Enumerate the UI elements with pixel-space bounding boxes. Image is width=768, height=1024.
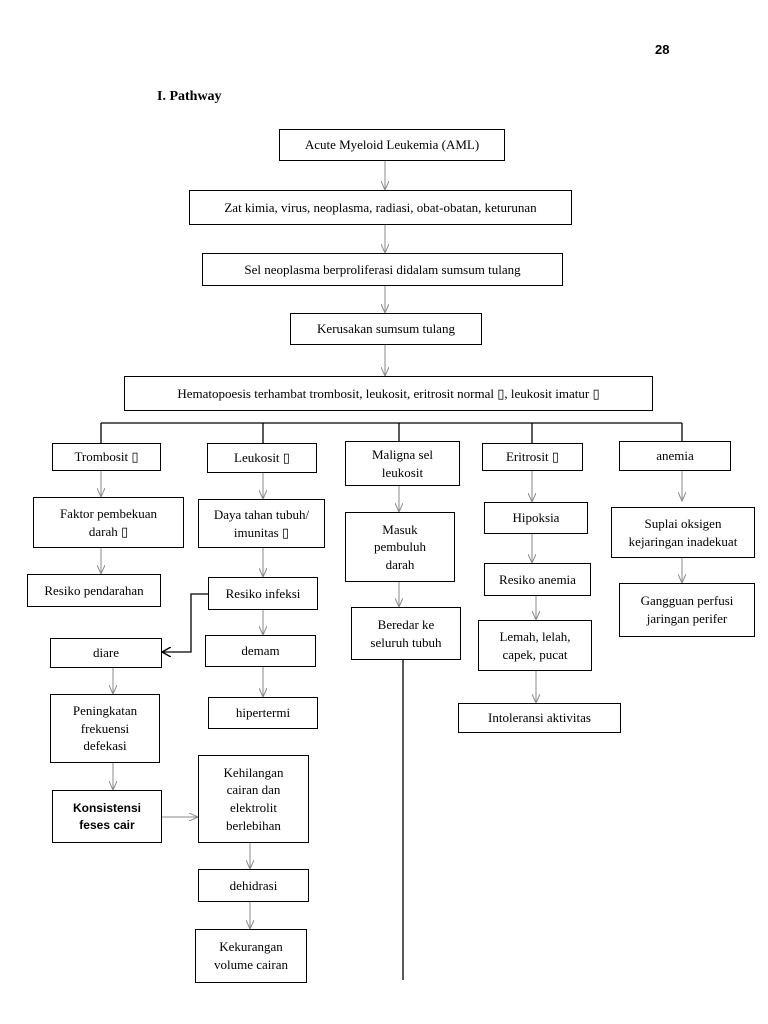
node-hipertermi: hipertermi xyxy=(208,697,318,729)
node-daya-tahan: Daya tahan tubuh/ imunitas ▯ xyxy=(198,499,325,548)
node-kehilangan: Kehilangan cairan dan elektrolit berlebi… xyxy=(198,755,309,843)
node-dehidrasi: dehidrasi xyxy=(198,869,309,902)
node-marrow-damage: Kerusakan sumsum tulang xyxy=(290,313,482,345)
node-maligna: Maligna sel leukosit xyxy=(345,441,460,486)
page-number: 28 xyxy=(655,42,670,57)
node-beredar: Beredar ke seluruh tubuh xyxy=(351,607,461,660)
section-title: I. Pathway xyxy=(157,89,222,104)
node-proliferation: Sel neoplasma berproliferasi didalam sum… xyxy=(202,253,563,286)
node-suplai-oksigen: Suplai oksigen kejaringan inadekuat xyxy=(611,507,755,558)
arrow-infeksi-diare xyxy=(162,593,208,652)
node-leukosit: Leukosit ▯ xyxy=(207,443,317,473)
node-masuk-pembuluh: Masuk pembuluh darah xyxy=(345,512,455,582)
node-gangguan-perfusi: Gangguan perfusi jaringan perifer xyxy=(619,583,755,637)
node-intoleransi: Intoleransi aktivitas xyxy=(458,703,621,733)
node-anemia: anemia xyxy=(619,441,731,471)
node-hipoksia: Hipoksia xyxy=(484,502,588,534)
node-eritrosit: Eritrosit ▯ xyxy=(482,443,583,471)
node-peningkatan: Peningkatan frekuensi defekasi xyxy=(50,694,160,763)
node-faktor-pembekuan: Faktor pembekuan darah ▯ xyxy=(33,497,184,548)
node-resiko-anemia: Resiko anemia xyxy=(484,563,591,596)
node-hematopoiesis: Hematopoesis terhambat trombosit, leukos… xyxy=(124,376,653,411)
node-diare: diare xyxy=(50,638,162,668)
node-resiko-pendarahan: Resiko pendarahan xyxy=(27,574,161,607)
node-lemah: Lemah, lelah, capek, pucat xyxy=(478,620,592,671)
node-konsistensi: Konsistensi feses cair xyxy=(52,790,162,843)
node-causes: Zat kimia, virus, neoplasma, radiasi, ob… xyxy=(189,190,572,225)
node-resiko-infeksi: Resiko infeksi xyxy=(208,577,318,610)
node-demam: demam xyxy=(205,635,316,667)
node-aml: Acute Myeloid Leukemia (AML) xyxy=(279,129,505,161)
node-trombosit: Trombosit ▯ xyxy=(52,443,161,471)
node-kekurangan: Kekurangan volume cairan xyxy=(195,929,307,983)
